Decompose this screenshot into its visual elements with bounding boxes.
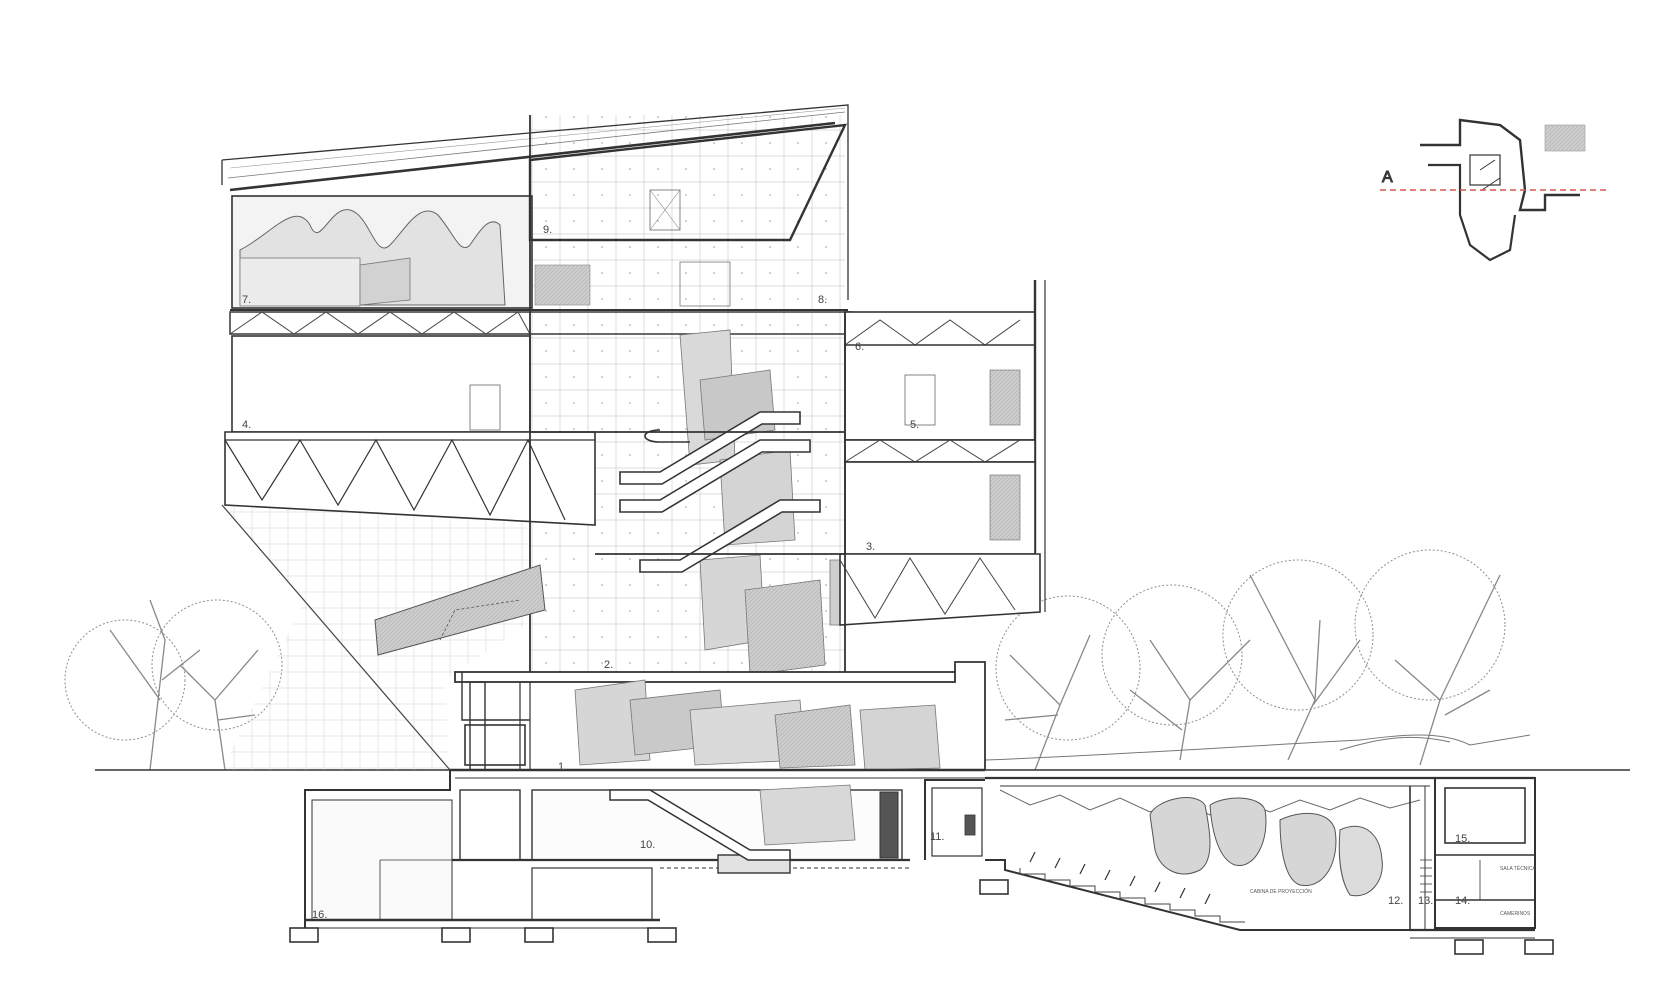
section-marker: A: [1382, 169, 1393, 186]
room-number-16: 16.: [312, 909, 327, 921]
footings: [289, 879, 1554, 955]
roof: [221, 104, 849, 300]
room-number-3: 3.: [866, 541, 875, 553]
atrium-slabs: [529, 115, 846, 675]
room-number-7: 7.: [242, 294, 251, 306]
svg-text:SALA TÉCNICA: SALA TÉCNICA: [1500, 865, 1536, 872]
svg-text:CABINA DE PROYECCIÓN: CABINA DE PROYECCIÓN: [1250, 888, 1312, 895]
truss-floor-2: [224, 431, 596, 526]
room-number-15: 15.: [1455, 833, 1470, 845]
tree-trunks: [109, 574, 1501, 771]
room-number-10: 10.: [640, 839, 655, 851]
room-number-14: 14.: [1455, 895, 1470, 907]
room-number-4: 4.: [242, 419, 251, 431]
escalator-upper: [619, 411, 821, 573]
key-plan: A: [1380, 118, 1610, 262]
auditorium-notes: CABINA DE PROYECCIÓN SALA TÉCNICA CAMERI…: [1250, 865, 1536, 917]
room-number-9: 9.: [543, 224, 552, 236]
level-top: [230, 123, 848, 311]
room-number-2: 2.: [604, 659, 613, 671]
svg-text:CAMERINOS: CAMERINOS: [1500, 911, 1531, 917]
room-number-1: 1.: [558, 761, 567, 773]
room-number-13: 13.: [1418, 895, 1433, 907]
stair-panel: [374, 564, 546, 656]
tree-crown-1: [64, 619, 186, 741]
escalator-lower: [609, 784, 899, 861]
room-number-6: 6.: [855, 341, 864, 353]
ground-floor: [454, 661, 986, 771]
tree-crown-4: [1101, 584, 1243, 726]
room-number-12: 12.: [1388, 895, 1403, 907]
right-block: [839, 280, 1046, 626]
tree-crown-5: [1222, 559, 1374, 711]
room-number-11: 11.: [930, 831, 944, 843]
auditorium: [924, 776, 1536, 939]
room-number-8: 8.: [818, 294, 827, 306]
tree-crown-6: [1354, 549, 1506, 701]
atrium-panels: [679, 329, 849, 676]
level-4: [231, 335, 531, 433]
room-numbers: 1. 2. 3. 4. 5. 6. 7. 8. 9. 10. 11. 12. 1…: [242, 224, 1470, 921]
tree-crown-3: [995, 595, 1141, 741]
basement-left: [304, 768, 985, 940]
room-number-5: 5.: [910, 419, 919, 431]
